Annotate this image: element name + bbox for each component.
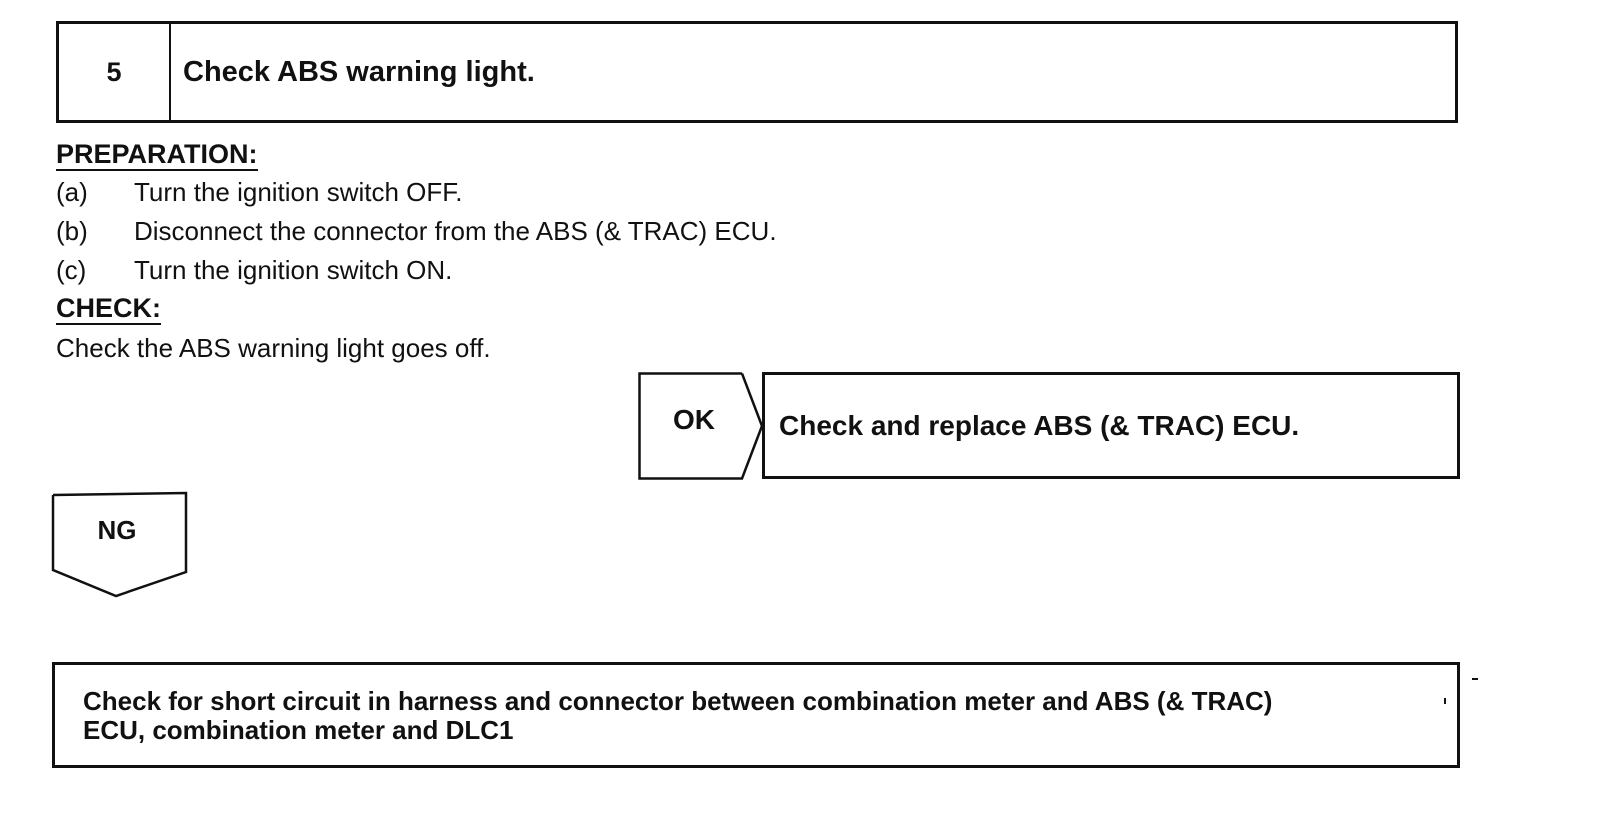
- preparation-heading: PREPARATION:: [56, 139, 258, 171]
- ng-arrow-shape: [51, 491, 188, 598]
- preparation-item-a: (a) Turn the ignition switch OFF.: [56, 177, 956, 207]
- ok-label: OK: [673, 404, 715, 435]
- ok-result-box: Check and replace ABS (& TRAC) ECU.: [762, 372, 1460, 479]
- check-heading: CHECK:: [56, 293, 161, 325]
- ok-arrow-shape: [638, 372, 764, 480]
- scan-mark: [1444, 698, 1446, 704]
- next-step-line-1: Check for short circuit in harness and c…: [83, 686, 1273, 716]
- item-text: Turn the ignition switch ON.: [134, 255, 453, 285]
- item-text: Turn the ignition switch OFF.: [134, 177, 463, 207]
- preparation-item-c: (c) Turn the ignition switch ON.: [56, 255, 956, 285]
- check-text: Check the ABS warning light goes off.: [56, 333, 491, 363]
- item-letter: (a): [56, 177, 88, 207]
- step-header-box: 5 Check ABS warning light.: [56, 21, 1458, 123]
- item-letter: (c): [56, 255, 87, 285]
- step-number: 5: [59, 24, 171, 120]
- step-title: Check ABS warning light.: [183, 55, 535, 88]
- next-step-box: Check for short circuit in harness and c…: [52, 662, 1460, 768]
- ng-label: NG: [97, 515, 137, 545]
- scan-mark: [1472, 678, 1478, 680]
- item-text: Disconnect the connector from the ABS (&…: [134, 216, 777, 246]
- next-step-line-2: ECU, combination meter and DLC1: [83, 715, 514, 745]
- item-letter: (b): [56, 216, 88, 246]
- preparation-item-b: (b) Disconnect the connector from the AB…: [56, 216, 956, 246]
